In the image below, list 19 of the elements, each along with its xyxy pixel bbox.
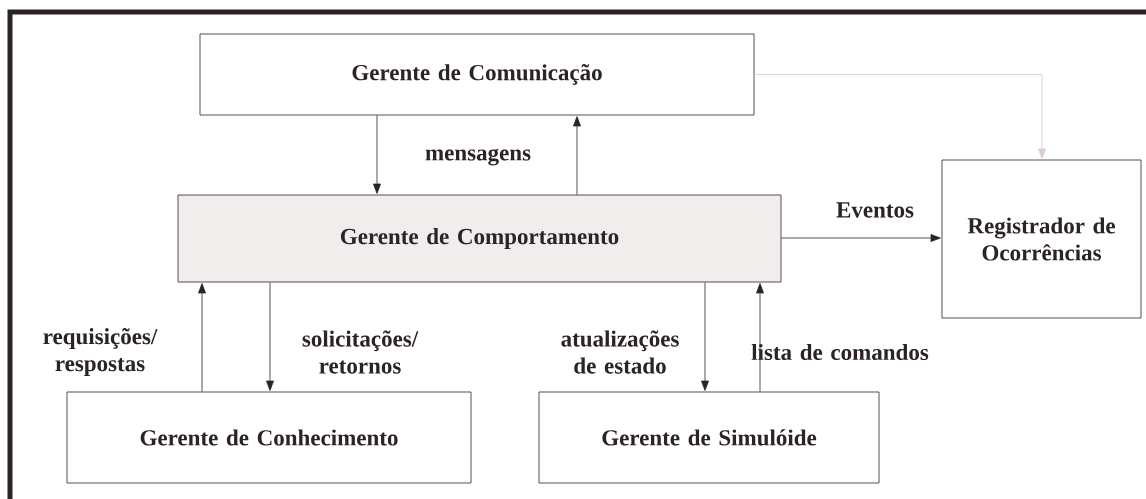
process-box: Gerente de Simulóide — [538, 391, 880, 484]
arrow — [266, 282, 274, 391]
edge-label: atualizações de estado — [561, 330, 679, 374]
arrow — [373, 115, 381, 194]
edge-label: lista de comandos — [751, 343, 929, 361]
arrow — [756, 283, 764, 392]
edge-label: requisições/ respostas — [43, 328, 158, 376]
process-box: Gerente de Comunicação — [199, 33, 755, 116]
arrow — [198, 283, 206, 392]
arrow — [754, 74, 1046, 159]
arrow — [701, 282, 709, 391]
process-box: Registrador de Ocorrências — [941, 159, 1142, 319]
edge-label: solicitações/ retornos — [302, 330, 419, 374]
arrow — [573, 116, 581, 195]
arrow — [781, 234, 941, 242]
edge-label: mensagens — [425, 148, 531, 166]
highlighted-box: Gerente de Comportamento — [177, 194, 782, 283]
edge-label: Eventos — [836, 202, 914, 218]
process-box: Gerente de Conhecimento — [66, 391, 472, 484]
